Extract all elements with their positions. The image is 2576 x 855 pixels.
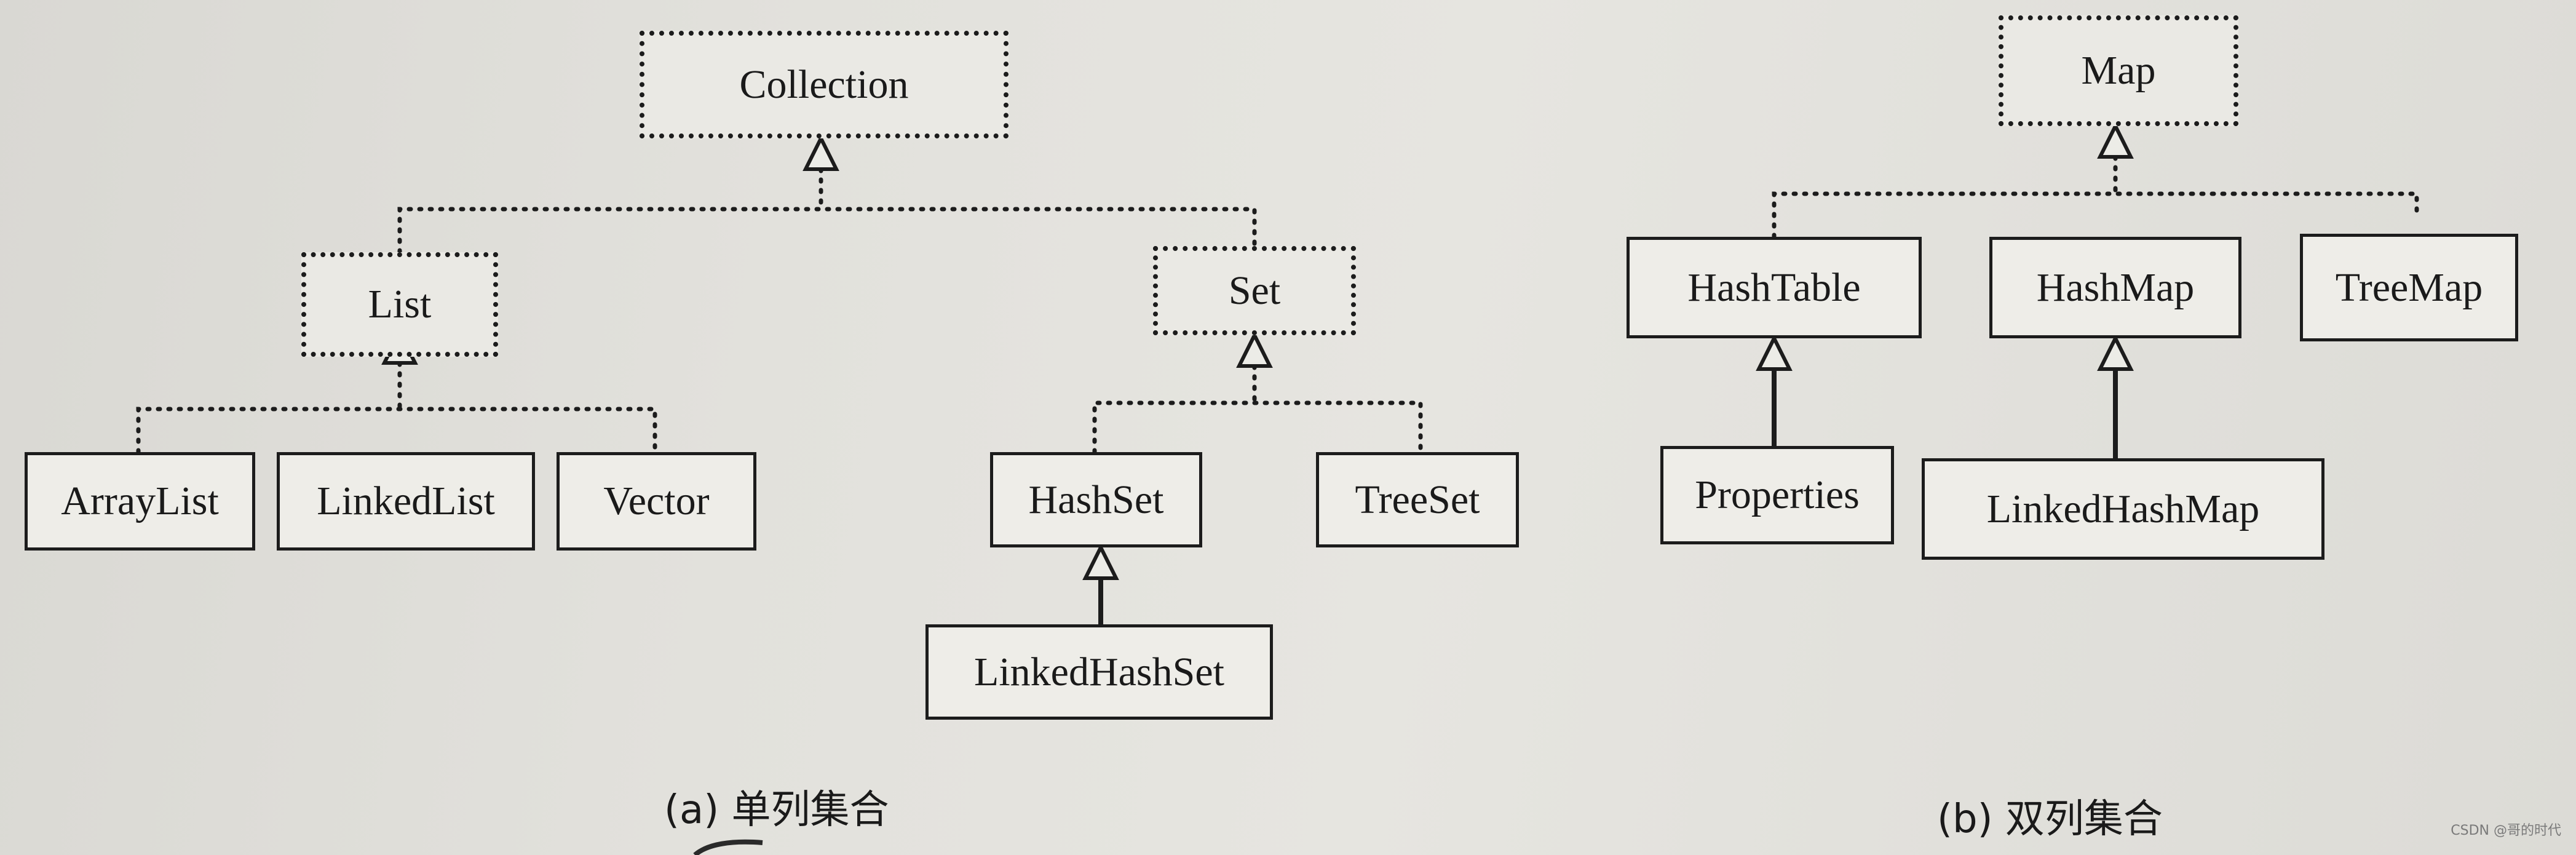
properties-class-box: Properties — [1660, 446, 1894, 544]
hashtable-arrowhead-icon — [1756, 334, 1793, 371]
watermark-text: CSDN @哥的时代 — [2451, 823, 2561, 838]
linkedhashset-class-box: LinkedHashSet — [925, 624, 1273, 720]
caption-double-column-collections: (b) 双列集合 — [1937, 797, 2163, 842]
hashset-arrowhead-icon — [1082, 543, 1119, 580]
hashmap-arrowhead-icon — [2097, 334, 2134, 371]
caption-single-column-collections: (a) 单列集合 — [664, 787, 889, 833]
set-arrowhead-icon — [1236, 331, 1273, 368]
map-arrowhead-icon — [2097, 122, 2134, 159]
hashtable-class-box: HashTable — [1627, 237, 1922, 338]
treemap-class-box: TreeMap — [2300, 234, 2518, 341]
vector-class-box: Vector — [557, 452, 756, 551]
collection-interface-box: Collection — [640, 31, 1009, 138]
hashset-class-box: HashSet — [990, 452, 1202, 547]
set-connector — [1092, 364, 1423, 482]
set-interface-box: Set — [1153, 246, 1356, 335]
hashmap-class-box: HashMap — [1989, 237, 2241, 338]
pen-stroke-mark — [693, 839, 763, 855]
collection-connector — [397, 167, 1257, 255]
linkedlist-class-box: LinkedList — [277, 452, 535, 551]
collection-arrowhead-icon — [803, 134, 839, 171]
list-interface-box: List — [301, 252, 498, 357]
list-connector — [136, 360, 657, 455]
linkedhashmap-class-box: LinkedHashMap — [1922, 458, 2324, 560]
treeset-class-box: TreeSet — [1316, 452, 1519, 547]
map-interface-box: Map — [1999, 15, 2238, 126]
arraylist-class-box: ArrayList — [25, 452, 255, 551]
map-connector — [1772, 154, 2419, 239]
